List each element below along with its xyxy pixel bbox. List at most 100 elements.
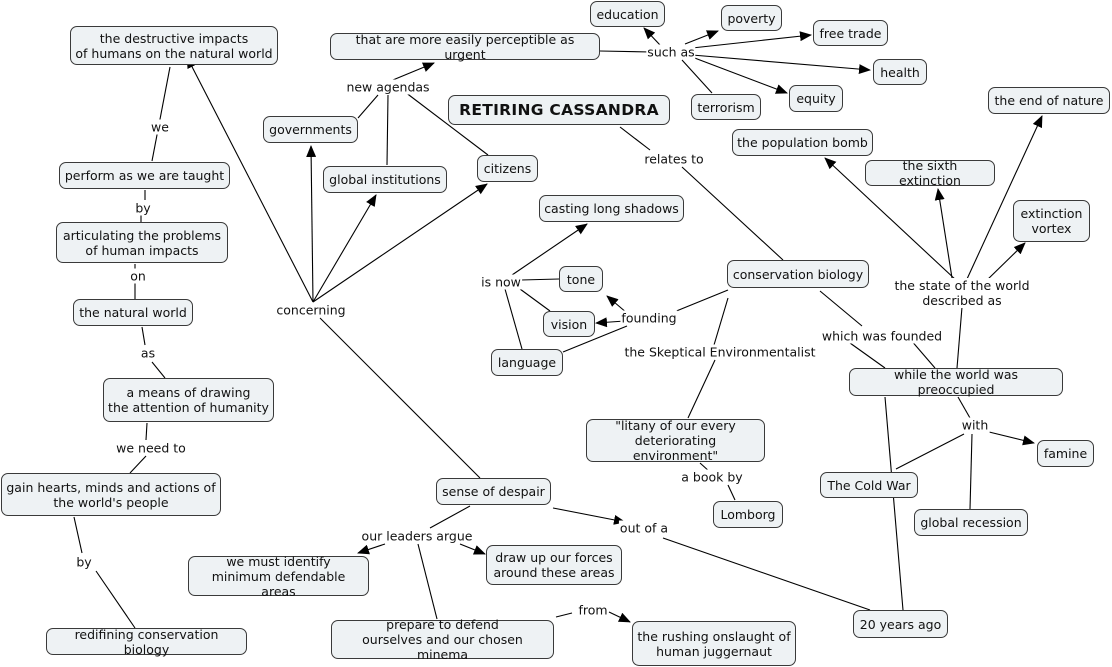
map-title: RETIRING CASSANDRA	[448, 95, 670, 125]
connector-line	[151, 66, 171, 162]
connector-line	[727, 484, 736, 501]
link-which-was-founded: which was founded	[820, 328, 944, 344]
connector-line	[687, 359, 716, 419]
link-is-now: is now	[480, 274, 522, 290]
node-twenty-years-ago[interactable]: 20 years ago	[853, 610, 948, 638]
link-skeptical-environmentalist: the Skeptical Environmentalist	[623, 344, 817, 360]
connector-line	[824, 157, 958, 282]
connector-line	[357, 94, 379, 119]
connector-line	[619, 126, 651, 151]
link-as: as	[139, 345, 157, 361]
node-vision[interactable]: vision	[543, 311, 595, 337]
link-such-as: such as	[646, 44, 696, 60]
connector-line	[662, 537, 871, 611]
node-casting-long-shadows[interactable]: casting long shadows	[539, 195, 684, 222]
connector-line	[387, 62, 435, 83]
node-global-recession[interactable]: global recession	[914, 509, 1028, 536]
node-perform-as-taught[interactable]: perform as we are taught	[59, 162, 230, 189]
connector-line	[849, 342, 886, 369]
connector-line	[608, 611, 631, 623]
link-we-need-to: we need to	[115, 440, 187, 456]
connector-line	[319, 317, 481, 479]
node-lomborg[interactable]: Lomborg	[713, 501, 783, 528]
connector-line	[957, 396, 971, 419]
connector-line	[819, 290, 863, 327]
node-population-bomb[interactable]: the population bomb	[732, 129, 873, 156]
node-natural-world[interactable]: the natural world	[73, 299, 193, 326]
connector-line	[417, 543, 438, 620]
connector-line	[186, 56, 314, 303]
node-free-trade[interactable]: free trade	[813, 20, 888, 46]
connector-line	[966, 115, 1043, 280]
node-citizens[interactable]: citizens	[477, 155, 538, 182]
node-litany[interactable]: "litany of our every deteriorating envir…	[586, 418, 765, 463]
link-concerning: concerning	[275, 302, 347, 318]
connector-line	[95, 570, 136, 629]
node-sixth-extinction[interactable]: the sixth extinction	[865, 158, 995, 188]
connector-line	[895, 433, 965, 470]
node-language[interactable]: language	[491, 349, 563, 376]
connector-line	[145, 422, 148, 441]
link-we: we	[150, 119, 170, 135]
connector-line	[599, 50, 652, 53]
node-tone[interactable]: tone	[559, 266, 603, 292]
connector-line	[984, 242, 1026, 283]
link-from: from	[577, 602, 609, 618]
connector-line	[691, 31, 812, 49]
node-draw-up-forces[interactable]: draw up our forces around these areas	[486, 545, 622, 585]
node-rushing-onslaught[interactable]: the rushing onslaught of human juggernau…	[632, 621, 796, 666]
node-minimum-defendable[interactable]: we must identify minimum defendable area…	[188, 554, 369, 599]
link-by-redefining: by	[75, 554, 93, 570]
connector-line	[956, 306, 963, 369]
node-articulating-problems[interactable]: articulating the problems of human impac…	[56, 222, 228, 263]
connector-line	[404, 91, 489, 156]
link-a-book-by: a book by	[680, 469, 744, 485]
link-relates-to: relates to	[643, 151, 705, 167]
node-famine[interactable]: famine	[1037, 440, 1094, 467]
node-world-preoccupied[interactable]: while the world was preoccupied	[849, 367, 1063, 397]
node-terrorism[interactable]: terrorism	[691, 94, 761, 120]
connector-line	[459, 543, 486, 555]
node-cold-war[interactable]: The Cold War	[820, 472, 918, 498]
connector-line	[151, 361, 166, 379]
link-state-of-world: the state of the world described as	[893, 278, 1031, 308]
node-equity[interactable]: equity	[789, 85, 843, 112]
connector-line	[312, 194, 377, 303]
connector-line	[429, 505, 471, 529]
link-by: by	[134, 200, 152, 216]
connector-line	[691, 56, 788, 94]
connector-line	[129, 455, 147, 474]
connector-line	[884, 396, 904, 611]
node-destructive-impacts[interactable]: the destructive impacts of humans on the…	[70, 26, 278, 65]
node-end-of-nature[interactable]: the end of nature	[988, 87, 1110, 114]
link-our-leaders-argue: our leaders argue	[360, 528, 474, 544]
connector-line	[519, 288, 551, 312]
node-global-institutions[interactable]: global institutions	[323, 166, 447, 193]
connector-line	[681, 59, 713, 94]
connector-line	[934, 188, 953, 279]
connector-line	[684, 30, 719, 45]
node-perceptible-urgent[interactable]: that are more easily perceptible as urge…	[330, 32, 600, 62]
connector-line	[312, 183, 488, 303]
node-sense-of-despair[interactable]: sense of despair	[436, 478, 551, 505]
node-means-of-drawing[interactable]: a means of drawing the attention of huma…	[103, 378, 274, 422]
connector-line	[595, 317, 626, 328]
link-new-agendas: new agendas	[345, 79, 431, 95]
node-extinction-vortex[interactable]: extinction vortex	[1013, 200, 1090, 242]
link-founding: founding	[620, 310, 678, 326]
node-prepare-to-defend[interactable]: prepare to defend ourselves and our chos…	[331, 617, 554, 662]
node-poverty[interactable]: poverty	[721, 5, 782, 31]
node-education[interactable]: education	[590, 1, 665, 27]
node-conservation-biology[interactable]: conservation biology	[727, 260, 869, 288]
connector-line	[969, 433, 973, 510]
link-with: with	[960, 417, 990, 433]
node-gain-hearts[interactable]: gain hearts, minds and actions of the wo…	[1, 473, 221, 516]
connector-line	[306, 145, 317, 303]
connector-line	[691, 54, 871, 75]
node-redefining-conservation[interactable]: redifining conservation biology	[46, 627, 247, 657]
link-on: on	[129, 268, 147, 284]
node-governments[interactable]: governments	[263, 116, 358, 143]
node-health[interactable]: health	[873, 59, 927, 85]
